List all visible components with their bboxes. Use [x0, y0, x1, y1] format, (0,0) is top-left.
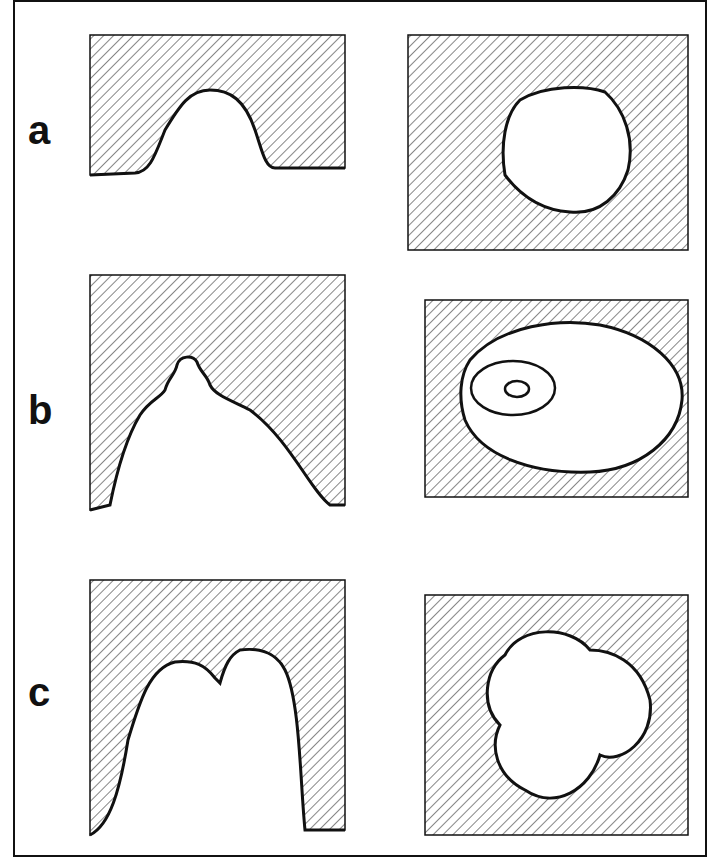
profile-line [90, 357, 345, 510]
cross-section [90, 35, 345, 175]
profile-line [90, 90, 345, 175]
hole-outline [461, 323, 682, 473]
panel-letter: c [28, 672, 50, 712]
contour-line [505, 381, 529, 397]
cross-section [90, 275, 345, 510]
plan-view [425, 300, 688, 497]
contour-line [471, 361, 555, 415]
plan-view [425, 595, 688, 835]
hole-outline [487, 632, 650, 798]
panel-letter: b [28, 390, 52, 430]
outer-frame [14, 1, 706, 856]
profile-line [90, 649, 345, 835]
plan-view [408, 35, 688, 250]
hole-outline [503, 87, 630, 212]
cross-section [90, 580, 345, 835]
panel-letter: a [28, 110, 50, 150]
